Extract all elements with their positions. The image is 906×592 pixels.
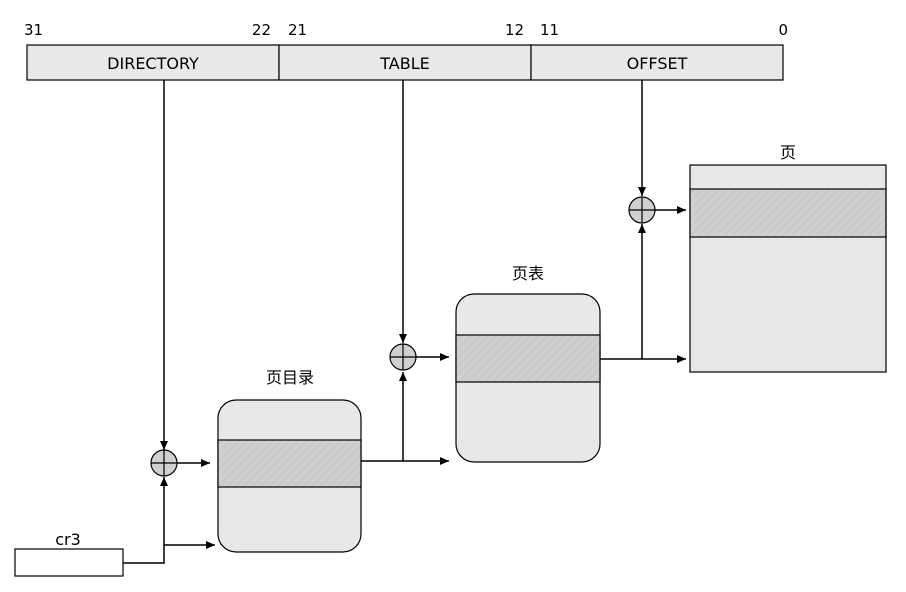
page-directory: 页目录 <box>217 368 362 553</box>
cr3-wire <box>123 477 168 564</box>
linear-address: DIRECTORY TABLE OFFSET <box>26 44 784 81</box>
page-table-entry <box>455 334 601 383</box>
offset-label: OFFSET <box>627 54 688 73</box>
page-directory-entry <box>217 439 362 488</box>
page: 页 <box>689 143 887 373</box>
adder-3 <box>628 196 656 224</box>
page-table-label: 页表 <box>512 264 544 283</box>
page-entry <box>689 188 887 238</box>
bit-12: 12 <box>505 21 524 39</box>
page-label: 页 <box>780 143 796 162</box>
connections <box>123 80 686 564</box>
page-table: 页表 <box>455 264 601 463</box>
adder-2 <box>389 343 417 371</box>
table-label: TABLE <box>379 54 429 73</box>
directory-field <box>26 44 280 81</box>
directory-label: DIRECTORY <box>107 54 199 73</box>
cr3-register: cr3 <box>14 530 124 577</box>
table-field <box>278 44 532 81</box>
page-directory-label: 页目录 <box>266 368 314 387</box>
bit-11: 11 <box>540 21 559 39</box>
bit-0: 0 <box>778 21 788 39</box>
bit-31: 31 <box>24 21 43 39</box>
cr3-label: cr3 <box>55 530 81 549</box>
offset-field <box>530 44 784 81</box>
bit-21: 21 <box>288 21 307 39</box>
cr3-box <box>14 548 124 577</box>
adder-1 <box>150 449 178 477</box>
bit-22: 22 <box>252 21 271 39</box>
